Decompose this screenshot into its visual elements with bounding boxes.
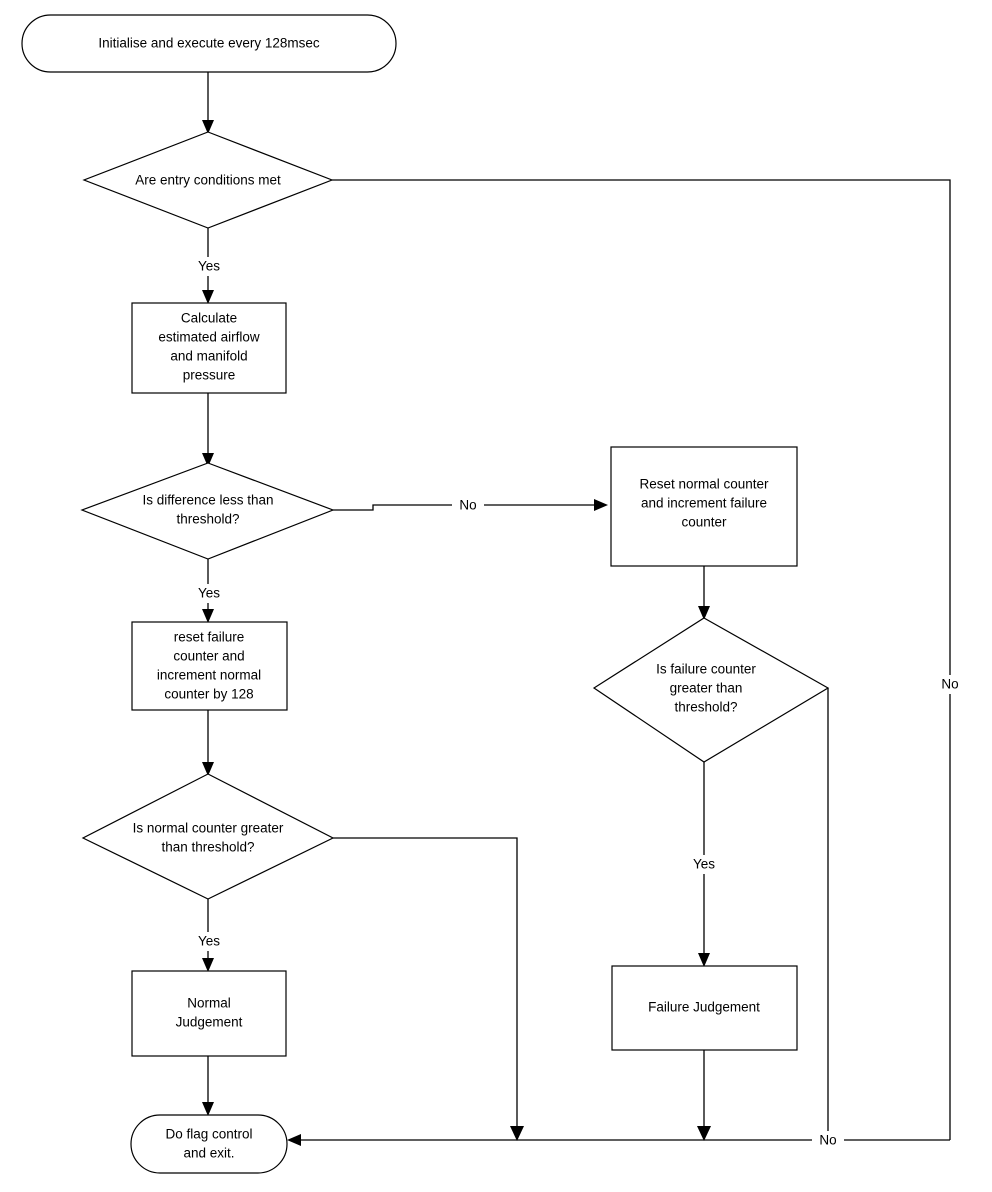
node-failure-counter-check[interactable]: Is failure counter greater than threshol… — [592, 617, 830, 763]
difference-check-label-line-1: threshold? — [176, 512, 239, 527]
reset-failure-counter-label-line-3: counter by 128 — [164, 687, 253, 702]
edge-label-failure-counter-no: No — [819, 1133, 836, 1148]
end-terminator-shape[interactable] — [130, 1114, 288, 1174]
edge-normal-no-to-bottom-rail — [333, 837, 518, 1128]
node-reset-normal-counter[interactable]: Reset normal counter and increment failu… — [610, 446, 798, 567]
label-bg-difference-no — [452, 496, 484, 515]
calculate-label-line-0: Calculate — [181, 311, 237, 326]
reset-normal-counter-process-shape[interactable] — [610, 446, 798, 567]
failure-counter-check-label-line-1: greater than — [670, 681, 743, 696]
node-difference-check[interactable]: Is difference less than threshold? — [80, 462, 335, 560]
edge-label-difference-yes: Yes — [198, 586, 220, 601]
edge-labels: Yes No No Yes Yes No Yes — [192, 257, 966, 1150]
end-label-line-1: and exit. — [183, 1146, 234, 1161]
arrow-head-entry — [202, 120, 214, 134]
entry-conditions-label-line-0: Are entry conditions met — [135, 173, 281, 188]
start-terminator-shape[interactable] — [21, 14, 397, 73]
failure-judgement-label-line-0: Failure Judgement — [648, 1000, 760, 1015]
edge-label-entry-no: No — [941, 677, 958, 692]
arrow-head-normal-no-bottom — [510, 1126, 524, 1141]
calculate-label-line-3: pressure — [183, 368, 236, 383]
arrow-head-calculate — [202, 290, 214, 304]
failure-counter-check-label-line-2: threshold? — [674, 700, 737, 715]
reset-failure-counter-label-line-2: increment normal — [157, 668, 261, 683]
label-bg-difference-yes — [192, 584, 226, 603]
edge-label-difference-no: No — [459, 498, 476, 513]
reset-normal-counter-label-line-1: and increment failure — [641, 496, 767, 511]
node-end[interactable]: Do flag control and exit. — [130, 1114, 288, 1174]
edge-label-entry-yes: Yes — [198, 259, 220, 274]
arrow-head-normal-check — [202, 762, 214, 776]
node-failure-judgement[interactable]: Failure Judgement — [611, 965, 798, 1051]
label-bg-entry-no — [934, 675, 966, 694]
node-entry-conditions[interactable]: Are entry conditions met — [82, 131, 334, 229]
arrow-head-reset-normal — [594, 499, 608, 511]
arrow-head-failure-judgement — [698, 953, 710, 967]
failure-counter-check-decision-shape[interactable] — [592, 617, 830, 763]
reset-failure-counter-process-shape[interactable] — [131, 621, 288, 711]
edge-entry-no-to-right-rail — [332, 179, 951, 1140]
label-bg-failure-yes — [687, 855, 721, 874]
node-start[interactable]: Initialise and execute every 128msec — [21, 14, 397, 73]
edge-label-normal-counter-yes: Yes — [198, 934, 220, 949]
start-label-line-0: Initialise and execute every 128msec — [98, 36, 320, 51]
normal-counter-check-label-line-1: than threshold? — [161, 840, 254, 855]
normal-judgement-process-shape[interactable] — [131, 970, 287, 1057]
calculate-label-line-1: estimated airflow — [158, 330, 260, 345]
node-normal-counter-check[interactable]: Is normal counter greater than threshold… — [81, 773, 335, 900]
entry-conditions-decision-shape[interactable] — [82, 131, 334, 229]
label-bg-failure-no — [812, 1131, 844, 1150]
label-bg-entry-yes — [192, 257, 226, 276]
connectors — [202, 72, 951, 1146]
failure-counter-check-label-line-0: Is failure counter — [656, 662, 756, 677]
arrow-head-reset-failure — [202, 609, 214, 623]
normal-judgement-label-line-0: Normal — [187, 996, 231, 1011]
difference-check-decision-shape[interactable] — [80, 462, 335, 560]
label-bg-normal-yes — [192, 932, 226, 951]
normal-counter-check-label-line-0: Is normal counter greater — [133, 821, 284, 836]
reset-normal-counter-label-line-2: counter — [681, 515, 727, 530]
reset-normal-counter-label-line-0: Reset normal counter — [639, 477, 769, 492]
arrow-head-difference — [202, 453, 214, 467]
failure-judgement-process-shape[interactable] — [611, 965, 798, 1051]
node-reset-failure-counter[interactable]: reset failure counter and increment norm… — [131, 621, 288, 711]
calculate-label-line-2: and manifold — [170, 349, 247, 364]
reset-failure-counter-label-line-1: counter and — [173, 649, 244, 664]
normal-judgement-label-line-1: Judgement — [176, 1015, 243, 1030]
edge-difference-no-to-reset-normal — [333, 504, 602, 511]
node-normal-judgement[interactable]: Normal Judgement — [131, 970, 287, 1057]
arrow-head-failure-check — [698, 606, 710, 620]
arrow-head-end-top — [202, 1102, 214, 1116]
arrow-head-normal-judgement — [202, 958, 214, 972]
calculate-process-shape[interactable] — [131, 302, 287, 394]
reset-failure-counter-label-line-0: reset failure — [174, 630, 245, 645]
normal-counter-check-decision-shape[interactable] — [81, 773, 335, 900]
arrow-head-end-right — [287, 1134, 301, 1146]
difference-check-label-line-0: Is difference less than — [142, 493, 273, 508]
arrow-head-failure-bottom — [697, 1126, 711, 1141]
end-label-line-0: Do flag control — [165, 1127, 252, 1142]
node-calculate[interactable]: Calculate estimated airflow and manifold… — [131, 302, 287, 394]
edge-label-failure-counter-yes: Yes — [693, 857, 715, 872]
